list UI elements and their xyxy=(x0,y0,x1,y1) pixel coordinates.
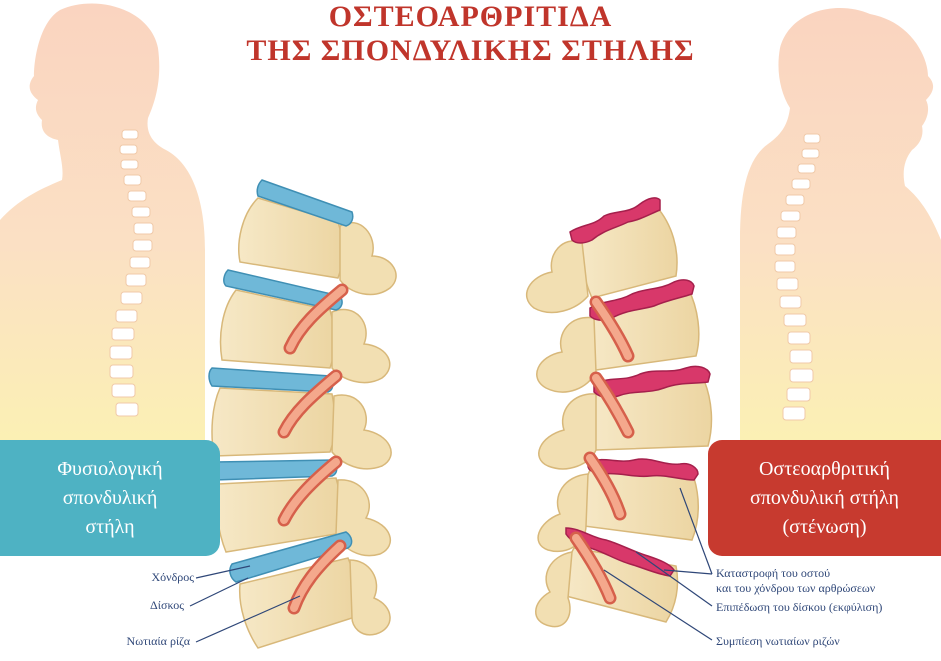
label-disc-degeneration: Επιπέδωση του δίσκου (εκφύλιση) xyxy=(716,600,883,614)
healthy-panel-line-1: Φυσιολογική xyxy=(57,457,163,480)
osteoarthritic-spine-panel: Οστεοαρθριτική σπονδυλική στήλη (στένωση… xyxy=(708,440,941,556)
degenerated-spine xyxy=(525,197,713,628)
label-cartilage: Χόνδρος xyxy=(151,570,195,584)
oa-panel-line-2: σπονδυλική στήλη xyxy=(750,486,899,509)
title-line-2: ΤΗΣ ΣΠΟΝΔΥΛΙΚΗΣ ΣΤΗΛΗΣ xyxy=(246,34,695,67)
healthy-disc-2 xyxy=(223,269,343,311)
healthy-spine-panel: Φυσιολογική σπονδυλική στήλη xyxy=(0,440,220,556)
right-mini-spine xyxy=(774,133,821,421)
healthy-panel-line-3: στήλη xyxy=(85,515,135,538)
title-line-1: ΟΣΤΕΟΑΡΘΡΙΤΙΔΑ xyxy=(328,0,613,33)
healthy-disc-1 xyxy=(256,179,354,227)
right-body-silhouette xyxy=(740,7,941,441)
label-nerve-root: Νωτιαία ρίζα xyxy=(126,634,190,648)
leader-lines xyxy=(189,487,713,643)
oa-panel-line-3: (στένωση) xyxy=(782,515,867,538)
label-bone-cartilage-destruction: Καταστροφή του οστού και του χόνδρου των… xyxy=(716,566,875,596)
degenerated-disc-1 xyxy=(569,197,661,244)
label-destruction-line-2: και του χόνδρου των αρθρώσεων xyxy=(716,581,876,595)
label-disc: Δίσκος xyxy=(150,598,184,612)
healthy-panel-line-2: σπονδυλική xyxy=(62,486,158,509)
degenerated-disc-3 xyxy=(593,365,711,399)
label-destruction-line-1: Καταστροφή του οστού xyxy=(716,566,831,580)
left-body-silhouette xyxy=(0,3,205,440)
healthy-spine xyxy=(208,179,397,649)
left-mini-spine xyxy=(109,129,154,417)
oa-panel-line-1: Οστεοαρθριτική xyxy=(758,457,890,480)
label-nerve-compression: Συμπίεση νωτιαίων ριζών xyxy=(716,634,840,648)
